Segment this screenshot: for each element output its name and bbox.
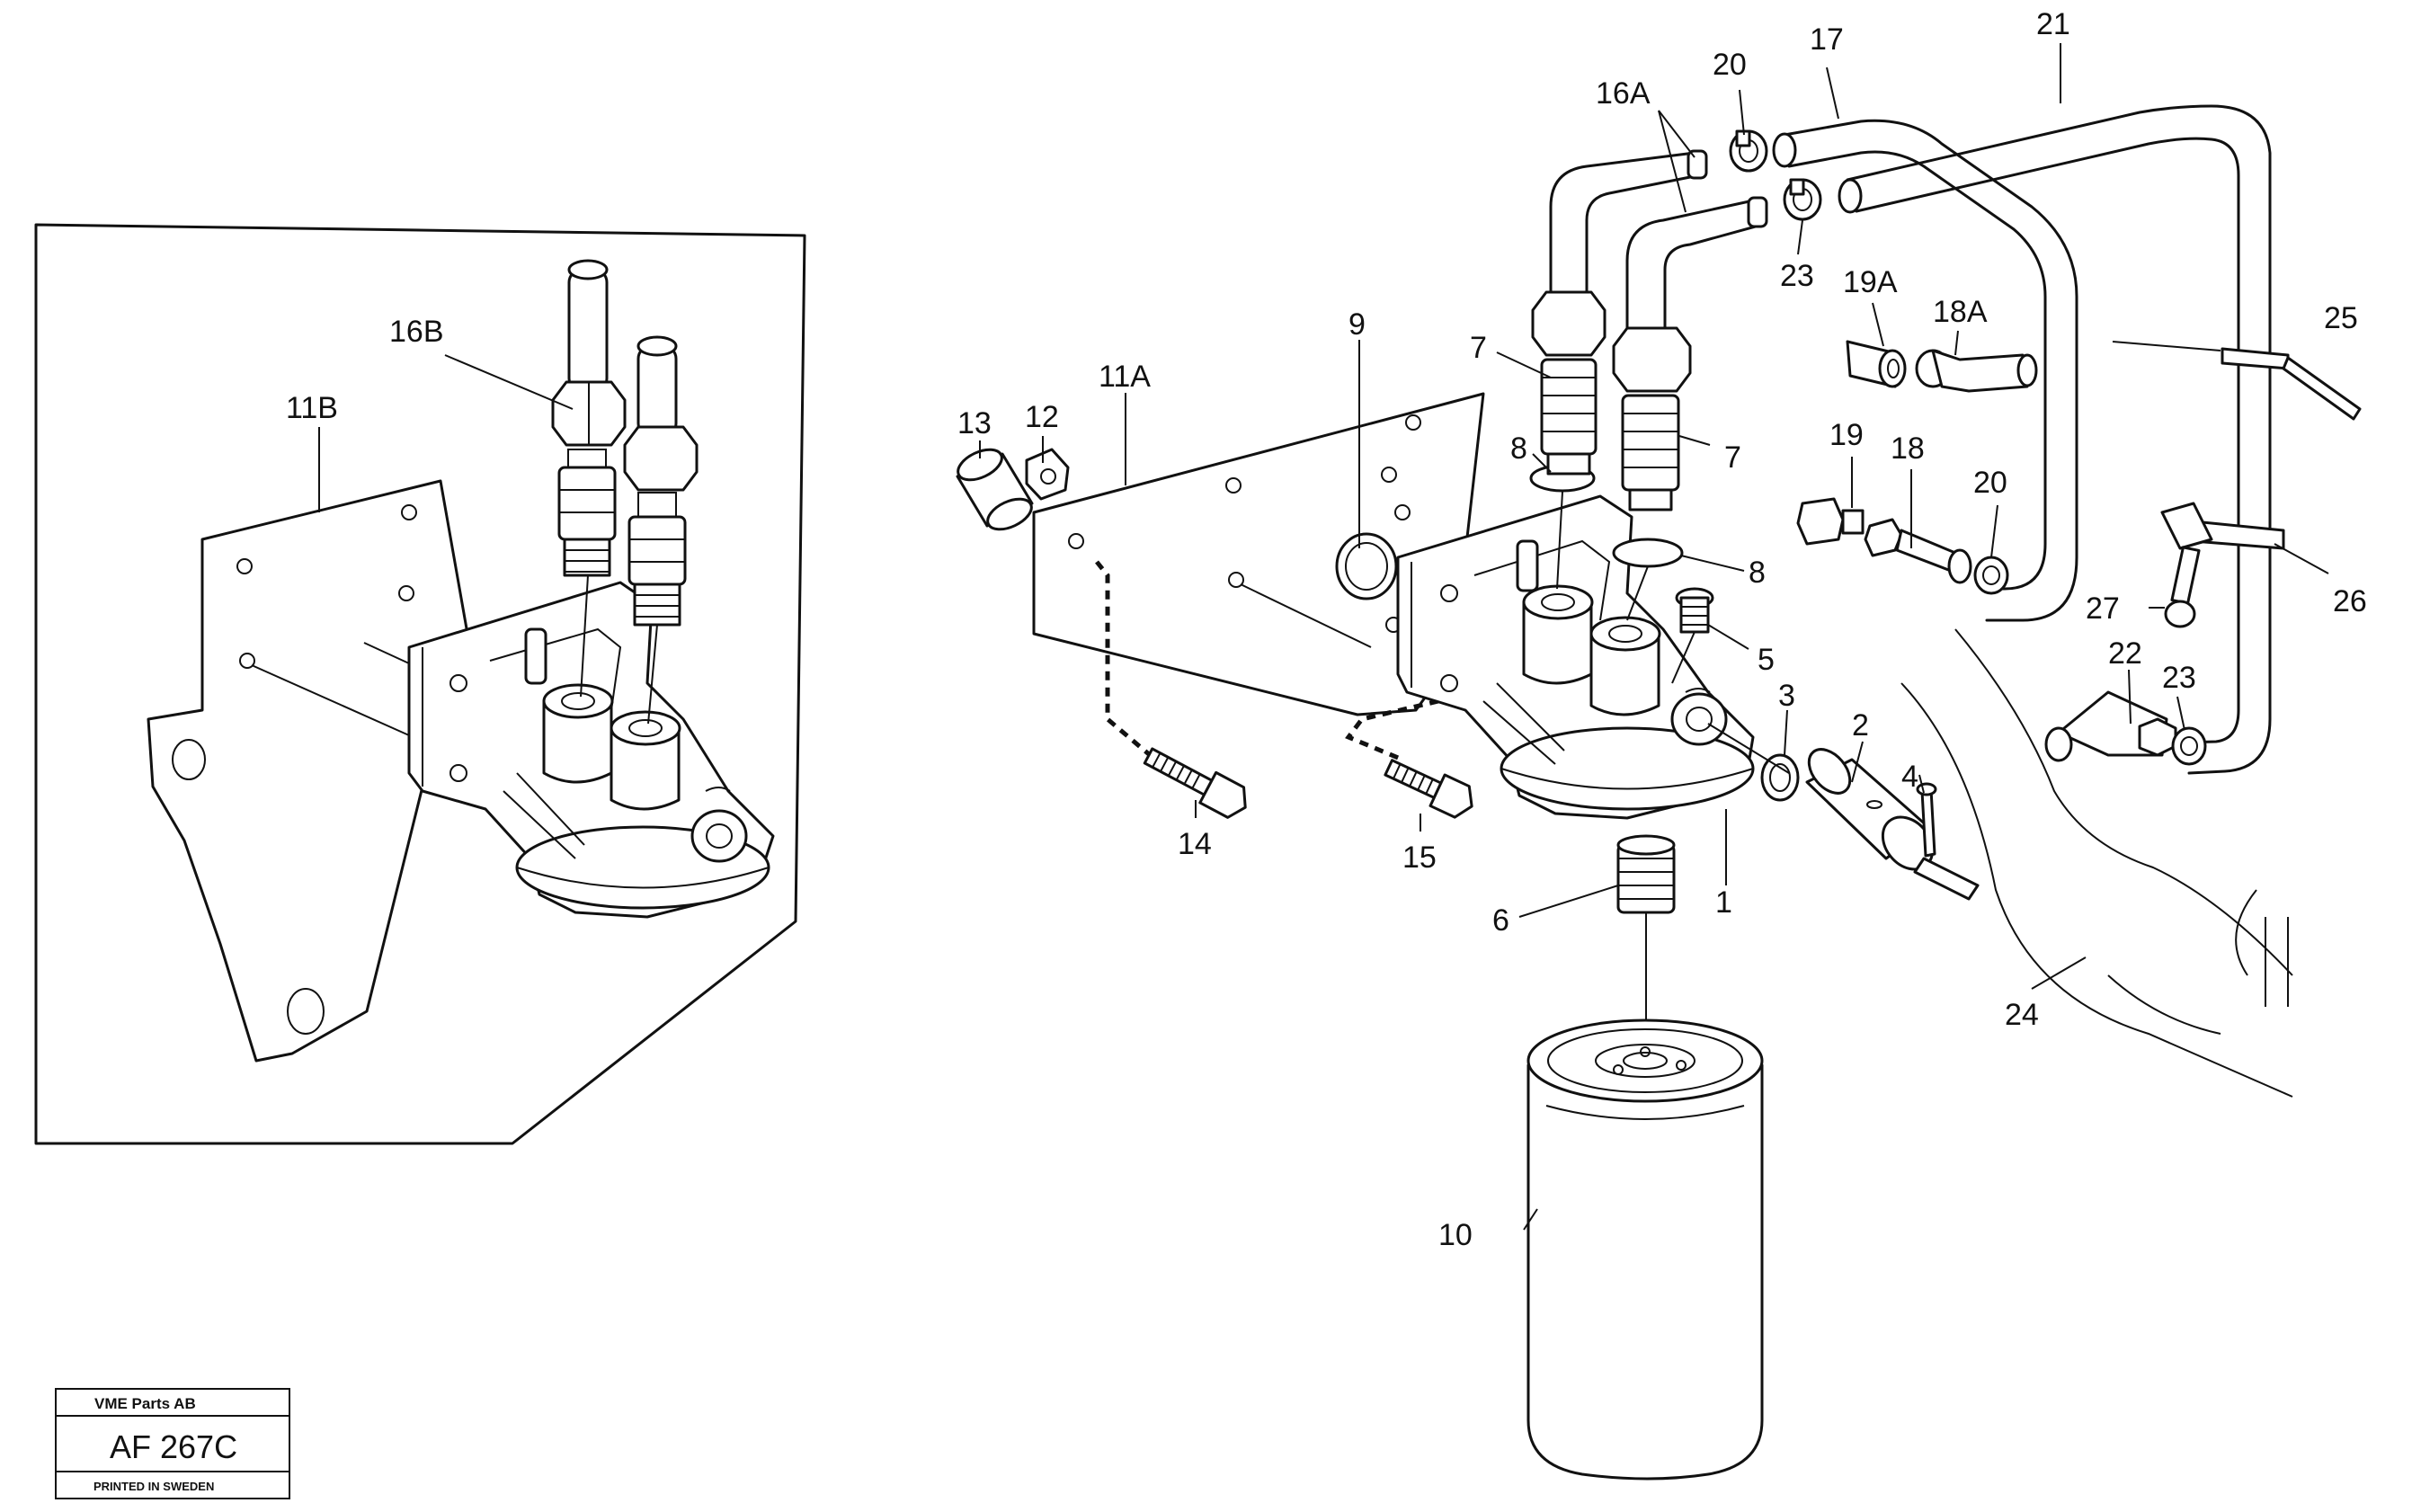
sleeve-13 bbox=[956, 448, 1034, 531]
bolt-15 bbox=[1384, 759, 1473, 819]
callout-20-lower: 20 bbox=[1973, 466, 2007, 500]
callout-23-top: 23 bbox=[1780, 259, 1814, 293]
o-ring-8-right bbox=[1612, 538, 1684, 568]
stamp-printed: PRINTED IN SWEDEN bbox=[93, 1480, 214, 1493]
pipe-16a-right bbox=[1612, 196, 1768, 393]
callout-2: 2 bbox=[1852, 708, 1869, 743]
callout-11B: 11B bbox=[286, 391, 338, 425]
callout-13: 13 bbox=[957, 406, 992, 440]
fitting-19a bbox=[1846, 340, 1907, 388]
stamp-company: VME Parts AB bbox=[94, 1395, 196, 1412]
engine-block-24 bbox=[1900, 628, 2293, 1098]
elbow-18a bbox=[1915, 349, 2038, 393]
callout-7-left: 7 bbox=[1470, 331, 1487, 365]
leader-lines bbox=[318, 43, 2329, 1231]
callout-18: 18 bbox=[1891, 431, 1925, 466]
valve-2 bbox=[1805, 748, 1980, 901]
clamp-20-lower bbox=[1973, 556, 2009, 595]
callout-11A: 11A bbox=[1099, 360, 1151, 394]
callout-17: 17 bbox=[1810, 22, 1844, 57]
callout-15: 15 bbox=[1402, 840, 1437, 875]
hose-21 bbox=[1838, 104, 2272, 775]
callout-3: 3 bbox=[1778, 679, 1795, 713]
inset-fitting-16b-right bbox=[623, 335, 699, 627]
inset-frame bbox=[34, 223, 806, 1145]
nut-12 bbox=[1025, 448, 1070, 501]
fitting-7-right bbox=[1621, 394, 1680, 511]
bolt-15-path bbox=[1345, 698, 1439, 762]
oil-filter-10 bbox=[1526, 1018, 1764, 1481]
nipple-6 bbox=[1616, 834, 1676, 914]
fitting-18 bbox=[1864, 518, 1972, 584]
hose-17 bbox=[1772, 119, 2078, 622]
callout-1: 1 bbox=[1715, 885, 1732, 920]
inset-bracket-hole bbox=[239, 653, 255, 669]
callout-5: 5 bbox=[1758, 643, 1775, 677]
filter-head-1 bbox=[1396, 494, 1755, 820]
callout-27: 27 bbox=[2086, 591, 2120, 626]
callout-6: 6 bbox=[1492, 903, 1509, 938]
fitting-7-left bbox=[1540, 358, 1598, 476]
callout-21: 21 bbox=[2036, 7, 2070, 41]
stamp-code: AF 267C bbox=[110, 1428, 237, 1465]
union-22 bbox=[2044, 690, 2177, 762]
callout-23-lower: 23 bbox=[2162, 661, 2196, 695]
inset-panel bbox=[34, 223, 806, 1145]
pipe-16a-left bbox=[1531, 149, 1708, 357]
callout-16A: 16A bbox=[1596, 76, 1651, 111]
callout-8-left: 8 bbox=[1510, 431, 1527, 466]
callout-25: 25 bbox=[2324, 301, 2358, 335]
inset-bracket-large-hole bbox=[287, 988, 325, 1035]
inset-bracket-hole bbox=[398, 585, 414, 601]
callout-24: 24 bbox=[2005, 998, 2039, 1032]
inset-bracket-hole bbox=[401, 504, 417, 520]
callout-8-right: 8 bbox=[1749, 556, 1766, 590]
inset-fitting-16b-left bbox=[551, 259, 627, 577]
washer-3 bbox=[1760, 753, 1800, 802]
callout-7-right: 7 bbox=[1724, 440, 1741, 475]
bolt-14 bbox=[1143, 747, 1247, 819]
callout-12: 12 bbox=[1025, 400, 1059, 434]
clamp-23-top bbox=[1783, 178, 1822, 221]
inset-bracket-hole bbox=[236, 558, 253, 574]
callout-18A: 18A bbox=[1933, 295, 1988, 329]
bolt-14-path bbox=[1095, 560, 1157, 761]
o-ring-9 bbox=[1335, 532, 1398, 600]
callout-16B: 16B bbox=[389, 315, 444, 349]
callout-labels: 11B 16B 13 12 11A 14 15 9 7 8 7 8 5 3 2 … bbox=[286, 7, 2367, 1252]
clamp-20-top bbox=[1729, 129, 1768, 173]
screw-27 bbox=[2164, 546, 2201, 628]
plug-5 bbox=[1675, 587, 1714, 634]
callout-22: 22 bbox=[2108, 636, 2142, 671]
callout-26: 26 bbox=[2333, 584, 2367, 618]
clip-26 bbox=[2160, 502, 2285, 550]
fitting-19 bbox=[1796, 497, 1865, 546]
clamp-23-lower bbox=[2171, 726, 2207, 766]
callout-19A: 19A bbox=[1843, 265, 1898, 299]
callout-20-top: 20 bbox=[1713, 48, 1747, 82]
callout-10: 10 bbox=[1438, 1218, 1473, 1252]
cable-tie-25 bbox=[2221, 347, 2362, 421]
callout-14: 14 bbox=[1178, 827, 1212, 861]
title-stamp: VME Parts AB AF 267C PRINTED IN SWEDEN bbox=[55, 1388, 290, 1499]
inset-bracket-large-hole bbox=[172, 739, 206, 780]
callout-19: 19 bbox=[1829, 418, 1864, 452]
callout-4: 4 bbox=[1901, 760, 1918, 794]
callout-9: 9 bbox=[1348, 307, 1366, 342]
